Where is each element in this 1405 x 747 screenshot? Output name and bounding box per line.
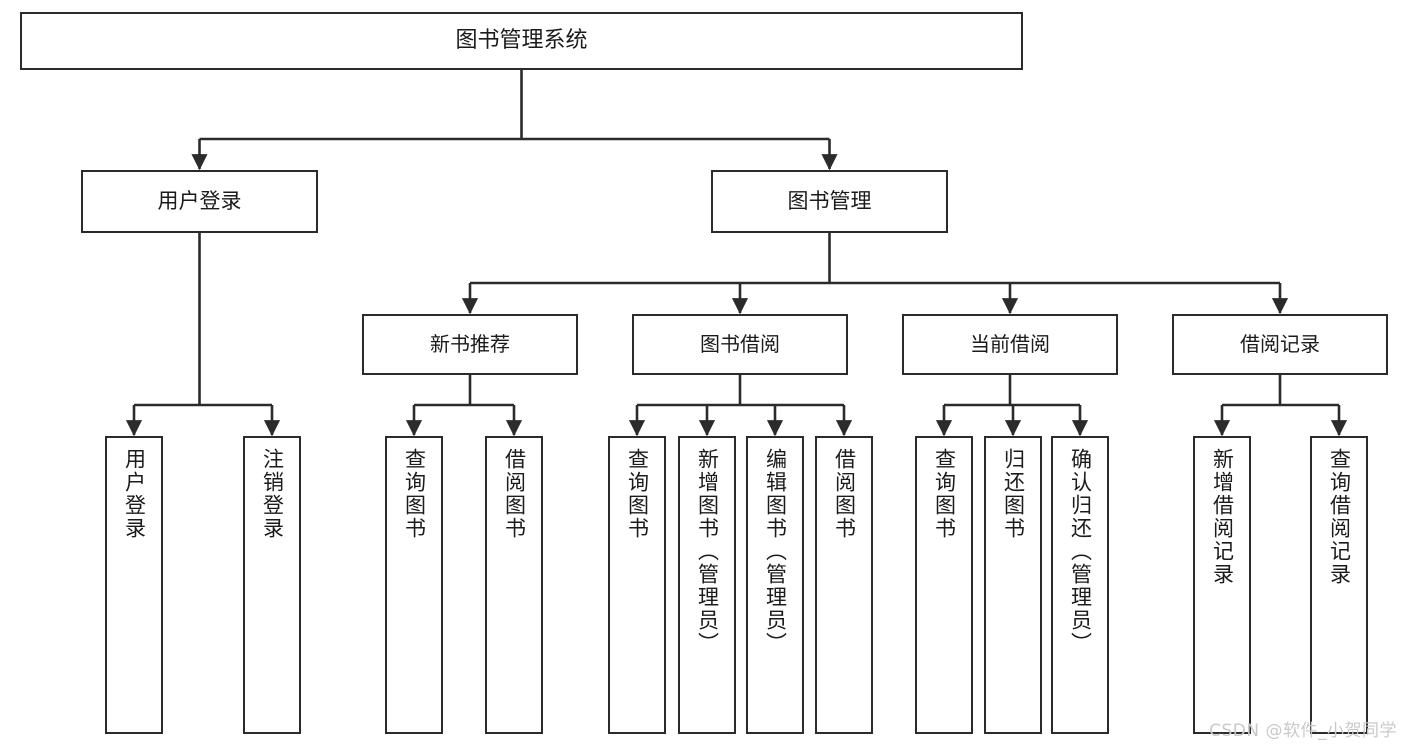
node-label-leaf-add-borrow-record: 新增借阅记录 (1210, 448, 1235, 586)
node-label-root: 图书管理系统 (455, 28, 588, 54)
node-leaf-user-logout[interactable]: 注销登录 (243, 436, 301, 734)
node-leaf-confirm-return-admin[interactable]: 确认归还（管理员） (1051, 436, 1109, 734)
node-label-leaf-query-borrow-record: 查询借阅记录 (1327, 448, 1352, 586)
node-borrow-record[interactable]: 借阅记录 (1172, 314, 1388, 375)
node-leaf-query-book-cur[interactable]: 查询图书 (915, 436, 973, 734)
node-label-leaf-borrow-book: 借阅图书 (832, 448, 857, 540)
node-leaf-query-book-borrow[interactable]: 查询图书 (608, 436, 666, 734)
node-label-current-borrow: 当前借阅 (970, 332, 1050, 356)
node-leaf-user-login[interactable]: 用户登录 (105, 436, 163, 734)
node-label-leaf-add-book-admin: 新增图书（管理员） (695, 448, 720, 655)
node-new-book-recommend[interactable]: 新书推荐 (362, 314, 578, 375)
node-label-leaf-user-logout: 注销登录 (260, 448, 285, 540)
node-leaf-add-book-admin[interactable]: 新增图书（管理员） (678, 436, 736, 734)
node-root[interactable]: 图书管理系统 (20, 12, 1023, 70)
node-label-leaf-borrow-book-rec: 借阅图书 (502, 448, 527, 540)
node-leaf-add-borrow-record[interactable]: 新增借阅记录 (1193, 436, 1251, 734)
node-label-leaf-query-book-rec: 查询图书 (402, 448, 427, 540)
node-current-borrow[interactable]: 当前借阅 (902, 314, 1118, 375)
node-leaf-query-borrow-record[interactable]: 查询借阅记录 (1310, 436, 1368, 734)
node-leaf-borrow-book-rec[interactable]: 借阅图书 (485, 436, 543, 734)
node-label-new-book-recommend: 新书推荐 (430, 332, 510, 356)
node-leaf-borrow-book[interactable]: 借阅图书 (815, 436, 873, 734)
node-label-book-manage: 图书管理 (787, 189, 872, 214)
node-leaf-query-book-rec[interactable]: 查询图书 (385, 436, 443, 734)
node-leaf-return-book[interactable]: 归还图书 (984, 436, 1042, 734)
node-leaf-edit-book-admin[interactable]: 编辑图书（管理员） (746, 436, 804, 734)
csdn-watermark: CSDN @软件_小贺同学 (1209, 721, 1397, 741)
node-label-user-login: 用户登录 (157, 189, 242, 214)
node-label-leaf-return-book: 归还图书 (1001, 448, 1026, 540)
node-label-leaf-query-book-borrow: 查询图书 (625, 448, 650, 540)
node-label-leaf-confirm-return-admin: 确认归还（管理员） (1068, 448, 1093, 655)
node-book-borrow[interactable]: 图书借阅 (632, 314, 848, 375)
node-label-borrow-record: 借阅记录 (1240, 332, 1320, 356)
node-label-book-borrow: 图书借阅 (700, 332, 780, 356)
node-label-leaf-query-book-cur: 查询图书 (932, 448, 957, 540)
node-book-manage[interactable]: 图书管理 (711, 170, 948, 233)
node-label-leaf-edit-book-admin: 编辑图书（管理员） (763, 448, 788, 655)
node-label-leaf-user-login: 用户登录 (122, 448, 147, 540)
node-user-login[interactable]: 用户登录 (81, 170, 318, 233)
